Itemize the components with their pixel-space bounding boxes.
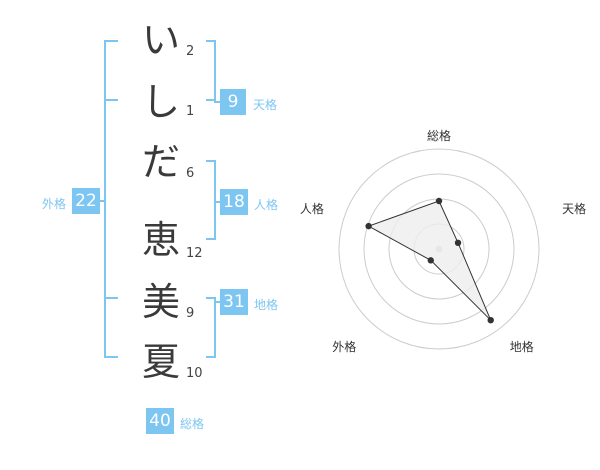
soukaku-value: 40 [146, 408, 174, 434]
jinkaku-label: 人格 [254, 198, 279, 212]
stroke-count-5: 9 [186, 306, 195, 321]
tenkaku-value: 9 [220, 89, 246, 115]
name-char-4: 恵 [141, 218, 180, 262]
tenkaku-label: 天格 [253, 98, 278, 112]
radar-axis-label-2: 天格 [562, 202, 587, 217]
radar-axis-label-3: 地格 [509, 339, 534, 354]
gaikaku-label: 外格 [42, 197, 67, 211]
name-char-1: い [141, 18, 180, 62]
radar-ring [338, 148, 540, 350]
jinkaku-value: 18 [220, 189, 248, 215]
stroke-count-3: 6 [186, 166, 195, 181]
soukaku-label: 総格 [180, 417, 205, 431]
chikaku-label: 地格 [254, 298, 279, 312]
radar-axis-label-4: 外格 [332, 339, 357, 354]
radar-point-3 [487, 316, 494, 324]
radar-point-2 [454, 239, 462, 247]
name-char-3: だ [141, 140, 180, 184]
radar-axis-label-5: 人格 [299, 202, 324, 217]
name-char-2: し [141, 80, 180, 124]
radar-series-polygon [367, 200, 492, 321]
radar-point-1 [435, 197, 443, 205]
stroke-count-6: 10 [186, 366, 203, 381]
name-char-6: 夏 [141, 340, 180, 384]
radar-ring [363, 173, 515, 325]
stroke-count-1: 2 [186, 44, 195, 59]
gaikaku-value: 22 [72, 188, 100, 214]
chikaku-value: 31 [220, 289, 248, 315]
radar-point-5 [365, 222, 372, 230]
stroke-count-4: 12 [186, 246, 203, 261]
stroke-count-2: 1 [186, 104, 195, 119]
name-char-5: 美 [141, 280, 180, 324]
radar-axis-label-1: 総格 [427, 129, 452, 143]
radar-point-4 [427, 257, 434, 264]
